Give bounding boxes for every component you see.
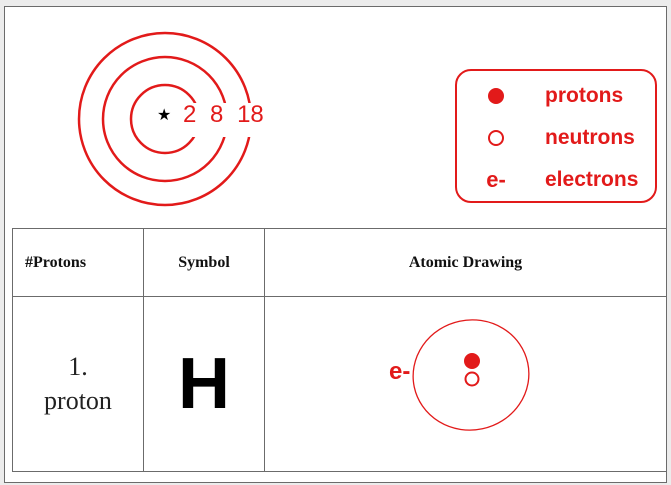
shell-counts: 2 8 18	[183, 101, 271, 129]
neutron-dot-icon	[466, 373, 479, 386]
shell-count-2: 8	[210, 101, 223, 128]
legend-label-neutrons: neutrons	[545, 126, 635, 150]
legend-item-protons: protons	[457, 81, 655, 111]
proton-count-cell: 1. proton	[13, 297, 144, 472]
legend-label-protons: protons	[545, 84, 623, 108]
nucleus-star-icon: ★	[157, 107, 171, 123]
shell-count-1: 2	[183, 101, 196, 128]
atom-table: #Protons Symbol Atomic Drawing 1. proton…	[12, 228, 667, 472]
legend-item-electrons: e- electrons	[457, 165, 655, 195]
drawing-electron-label: e-	[389, 358, 410, 385]
header-protons: #Protons	[13, 229, 144, 297]
table-header-row: #Protons Symbol Atomic Drawing	[13, 229, 667, 297]
element-symbol: H	[178, 344, 230, 424]
legend-label-electrons: electrons	[545, 168, 638, 192]
header-symbol: Symbol	[144, 229, 265, 297]
legend-box: protons neutrons e- electrons	[455, 69, 657, 203]
proton-filled-circle-icon	[488, 88, 504, 104]
atomic-drawing-cell: e-	[265, 297, 667, 472]
neutron-open-circle-icon	[488, 130, 504, 146]
shell-count-3: 18	[237, 101, 264, 128]
table-row: 1. proton H e-	[13, 297, 667, 472]
proton-count-unit: proton	[13, 384, 143, 418]
hydrogen-atom-drawing: e-	[265, 297, 665, 471]
electron-symbol: e-	[486, 167, 506, 193]
hydrogen-orbit-svg: e-	[265, 297, 665, 471]
proton-count-number: 1.	[13, 350, 143, 384]
header-atomic-drawing: Atomic Drawing	[265, 229, 667, 297]
element-symbol-cell: H	[144, 297, 265, 472]
legend-item-neutrons: neutrons	[457, 123, 655, 153]
proton-dot-icon	[464, 353, 480, 369]
